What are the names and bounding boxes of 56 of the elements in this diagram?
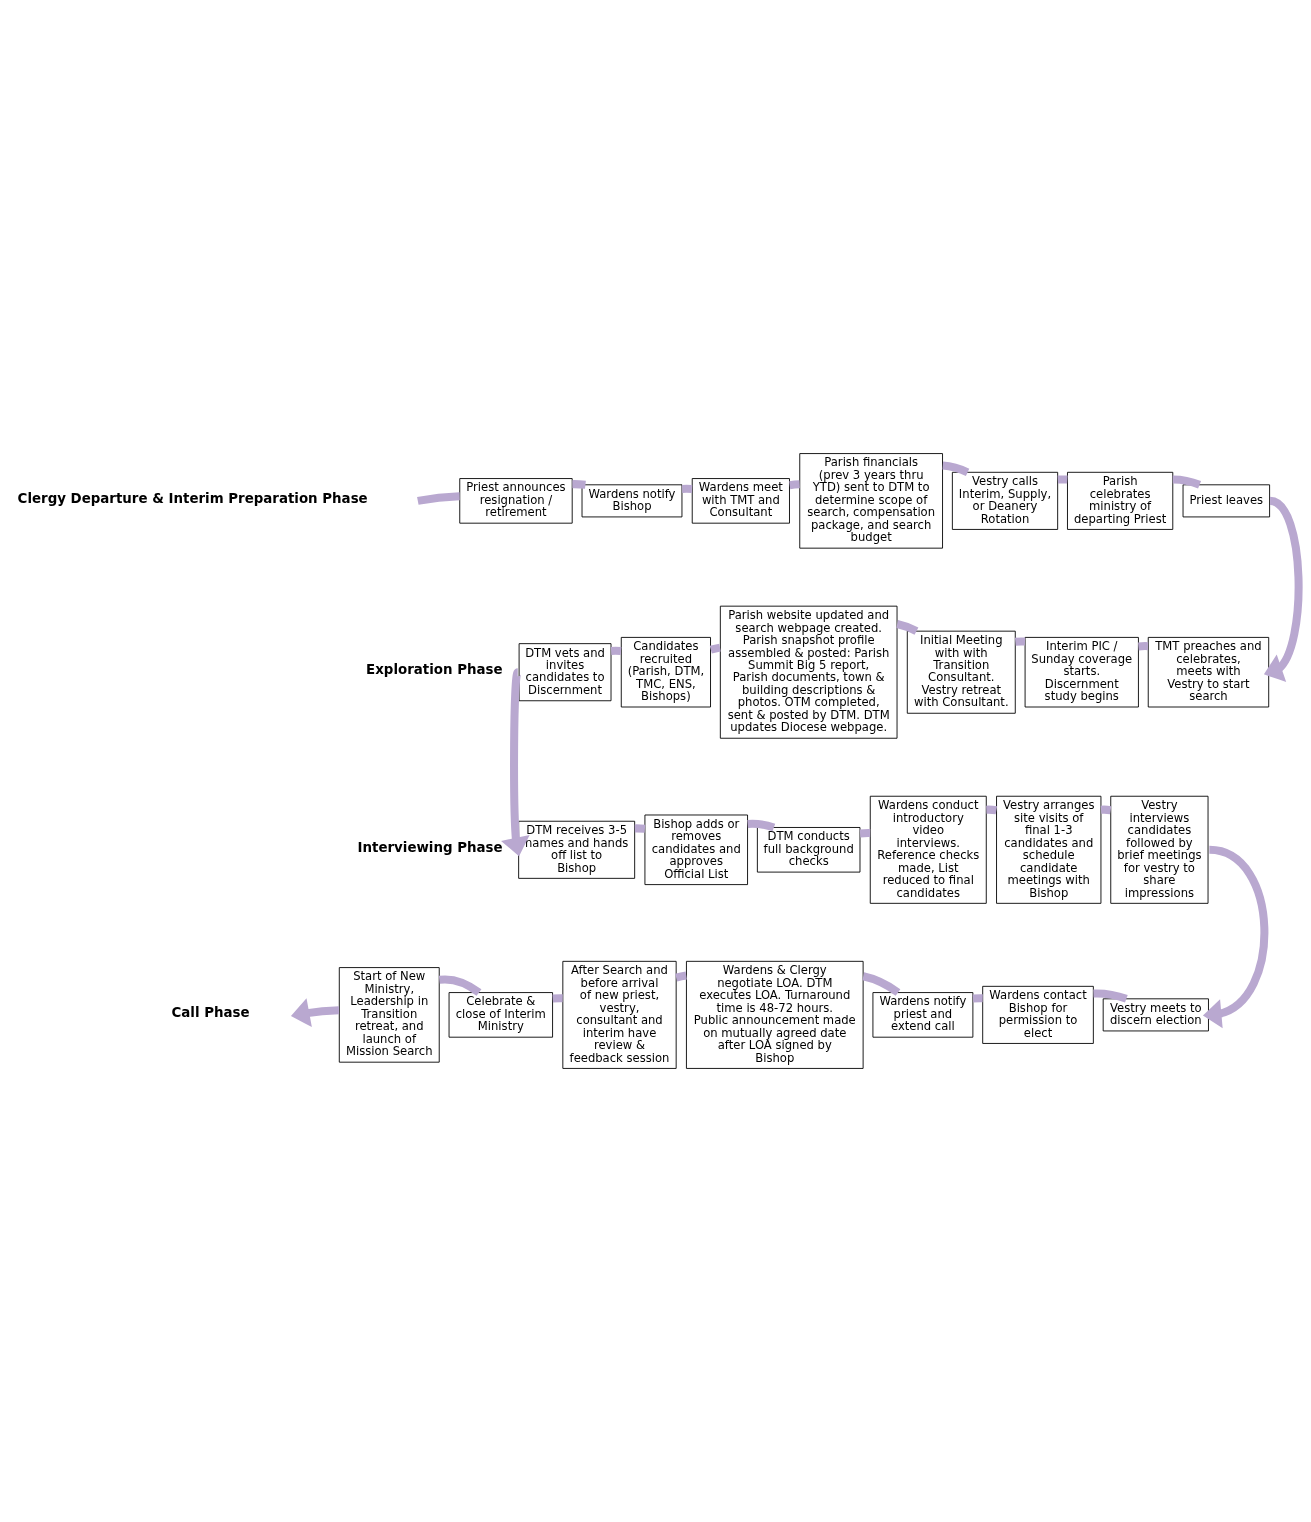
connector <box>747 819 776 832</box>
arrow <box>290 998 340 1028</box>
connector <box>439 975 482 996</box>
node-box: Wardens conduct introductory video interviews. Reference checks made, List reduced to final candidates <box>869 795 987 904</box>
connector <box>1057 475 1068 484</box>
connector <box>862 972 901 996</box>
connector <box>896 620 919 635</box>
node-box: After Search and before arrival of new priest, vestry, consultant and interim have review & feedback session <box>562 960 677 1069</box>
node-box: Vestry arranges site visits of final 1-3 candidates and schedule candidate meetings with Bishop <box>996 795 1102 904</box>
node-box: DTM vets and invites candidates to Discernment <box>518 643 612 702</box>
connector <box>1093 989 1128 1003</box>
node-box: Wardens notify Bishop <box>581 484 683 518</box>
connector <box>859 829 871 838</box>
connector <box>942 461 970 476</box>
node-box: Priest leaves <box>1182 484 1271 518</box>
connector <box>789 480 800 490</box>
connector <box>417 492 460 505</box>
node-box: Vestry calls Interim, Supply, or Deanery Rotation <box>951 471 1059 530</box>
node-box: Wardens meet with TMT and Consultant <box>691 478 790 524</box>
connector <box>682 484 693 493</box>
node-box: Vestry meets to discern election <box>1102 998 1209 1032</box>
node-box: Bishop adds or removes candidates and approves Official List <box>644 814 748 886</box>
node-box: Vestry interviews candidates followed by brief meetings for vestry to share impressions <box>1110 795 1209 904</box>
node-box: Priest announces resignation / retirement <box>459 478 573 524</box>
label: Call Phase <box>171 1005 250 1021</box>
connector <box>634 824 646 833</box>
connector <box>610 646 622 656</box>
label: Exploration Phase <box>366 662 503 678</box>
connector <box>709 643 721 654</box>
connector <box>1015 637 1026 646</box>
connector <box>572 480 586 489</box>
node-box: Wardens & Clergy negotiate LOA. DTM executes LOA. Turnaround time is 48-72 hours. Public announcement made on mutually agreed date after LOA signed by Bishop <box>686 960 864 1069</box>
connector <box>986 805 997 815</box>
node-box: Wardens notify priest and extend call <box>872 992 974 1038</box>
connector <box>675 971 687 982</box>
connector <box>1138 642 1149 651</box>
node-box: Start of New Ministry, Leadership in Transition retreat, and launch of Mission Search <box>338 967 440 1063</box>
node-box: TMT preaches and celebrates, meets with Vestry to start search <box>1147 636 1270 708</box>
node-box: Initial Meeting with with Transition Consultant. Vestry retreat with Consultant. <box>906 630 1016 714</box>
arrow <box>501 670 530 857</box>
label: Interviewing Phase <box>357 840 503 856</box>
arrow <box>1202 845 1269 1029</box>
node-box: DTM receives 3-5 names and hands off list to Bishop <box>518 820 636 879</box>
connector <box>1172 475 1201 489</box>
node-box: Parish celebrates ministry of departing Priest <box>1067 471 1174 530</box>
node-box: DTM conducts full background checks <box>756 827 861 873</box>
connector <box>552 994 563 1003</box>
label: Clergy Departure & Interim Preparation Phase <box>17 491 368 507</box>
node-box: Parish financials (prev 3 years thru YTD) sent to DTM to determine scope of search, compensation package, and search budget <box>799 453 943 549</box>
node-box: Celebrate & close of Interim Ministry <box>448 992 553 1038</box>
connector <box>972 994 983 1003</box>
node-box: Interim PIC / Sunday coverage starts. Discernment study begins <box>1024 636 1139 708</box>
connector <box>1100 805 1112 815</box>
node-box: Parish website updated and search webpage created. Parish snapshot profile assembled & posted: Parish Summit Big 5 report, Parish documents, town & building descriptions & photos. OTM completed, sent & posted by DTM. DTM updates Diocese webpage. <box>719 605 898 739</box>
node-box: Wardens contact Bishop for permission to elect <box>982 985 1094 1044</box>
node-box: Candidates recruited (Parish, DTM, TMC, ENS, Bishops) <box>620 636 711 708</box>
